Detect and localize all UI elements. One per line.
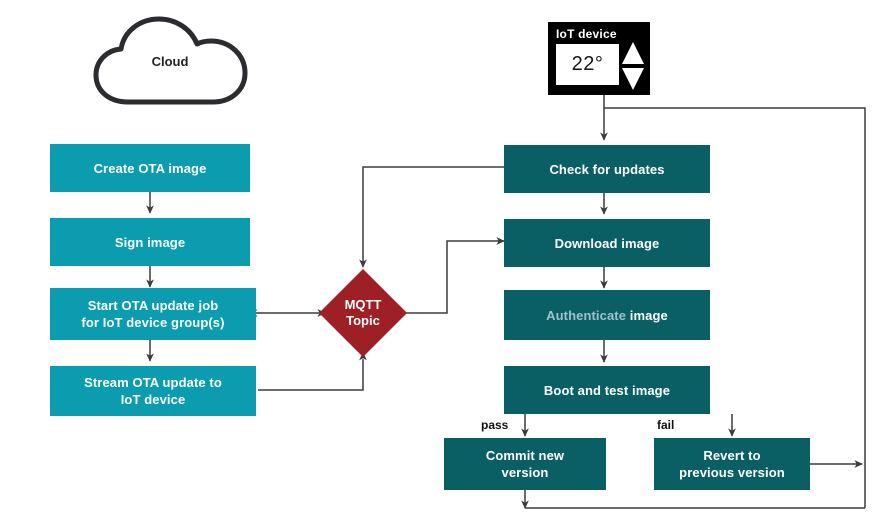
mqtt-topic-label: MQTT Topic <box>344 297 382 328</box>
cloud-icon <box>93 16 248 105</box>
node-boot-and-test-image[interactable]: Boot and test image <box>504 366 710 414</box>
iot-device-widget[interactable]: IoT device 22° <box>548 22 650 95</box>
wire-checkupdates-to-mqtt <box>359 166 504 268</box>
wire-mqtt-to-download <box>401 237 505 314</box>
node-commit-new-version[interactable]: Commit new version <box>444 438 606 490</box>
cloud-shape: Cloud <box>88 14 252 114</box>
branch-label-fail: fail <box>657 418 675 432</box>
iot-device-title: IoT device <box>556 27 617 41</box>
node-mqtt-topic[interactable]: MQTT Topic <box>319 269 407 357</box>
image-word: image <box>629 307 668 323</box>
iot-device-screen: 22° <box>556 44 619 85</box>
triangle-down-icon[interactable] <box>622 68 644 90</box>
iot-device-temperature: 22° <box>571 53 604 75</box>
node-download-image[interactable]: Download image <box>504 219 710 267</box>
branch-label-pass: pass <box>481 418 509 432</box>
triangle-up-icon[interactable] <box>622 42 644 64</box>
node-stream-ota-update[interactable]: Stream OTA update to IoT device <box>50 366 256 416</box>
wire-mqtt-to-stream <box>258 351 367 391</box>
node-authenticate-image[interactable]: Authenticate image <box>504 290 710 340</box>
node-start-ota-update-job[interactable]: Start OTA update job for IoT device grou… <box>50 288 256 340</box>
node-create-ota-image[interactable]: Create OTA image <box>50 144 250 192</box>
cloud-label: Cloud <box>151 54 189 69</box>
iot-device-stepper[interactable] <box>622 42 644 90</box>
node-sign-image[interactable]: Sign image <box>50 218 250 266</box>
diamond-shape <box>319 269 407 357</box>
authenticate-word: Authenticate <box>546 307 627 323</box>
node-check-for-updates[interactable]: Check for updates <box>504 145 710 193</box>
node-revert-previous-version[interactable]: Revert to previous version <box>654 438 810 490</box>
